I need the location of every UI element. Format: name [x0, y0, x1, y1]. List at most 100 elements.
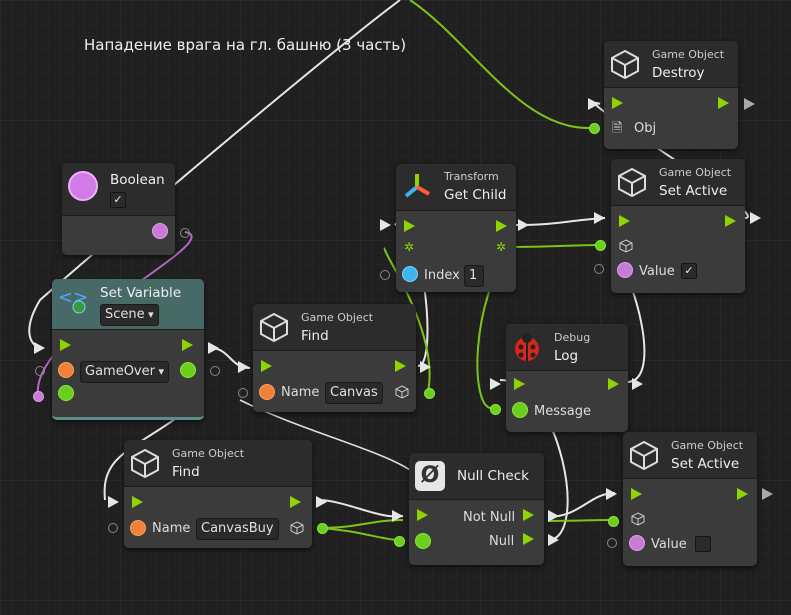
node-category: Game Object	[172, 447, 245, 460]
cube-icon	[131, 448, 159, 478]
input-port-empty[interactable]	[108, 523, 118, 533]
flow-output-port[interactable]	[725, 215, 736, 227]
transform-icon	[404, 174, 431, 198]
node-null-check[interactable]: Ø Null Check Not Null Null	[409, 453, 544, 565]
node-title: Set Active	[659, 183, 728, 199]
flow-input-port[interactable]	[619, 215, 630, 227]
message-input-port[interactable]	[512, 402, 528, 418]
flow-input-arrow	[392, 510, 403, 522]
cube-icon	[618, 167, 646, 197]
bool-input-port[interactable]	[629, 535, 645, 551]
object-input-port[interactable]	[589, 123, 600, 134]
boolean-checkbox[interactable]: ✓	[110, 192, 126, 208]
flow-output-port[interactable]	[737, 488, 748, 500]
node-destroy[interactable]: Game Object Destroy 🗎 Obj	[604, 41, 738, 149]
bool-output-port[interactable]	[152, 223, 168, 239]
flow-output-port[interactable]	[608, 378, 619, 390]
flow-input-port[interactable]	[417, 509, 428, 521]
input-label: Message	[534, 404, 591, 419]
input-label: Value	[639, 264, 675, 279]
flow-input-port[interactable]	[404, 220, 415, 232]
object-input-icon	[631, 512, 645, 526]
flow-input-port[interactable]	[60, 339, 71, 351]
node-find-canvasbuy[interactable]: Game Object Find Name CanvasBuy	[124, 440, 312, 548]
variable-name-select[interactable]: GameOver	[80, 361, 170, 383]
node-title: Log	[554, 348, 579, 364]
message-wire-port[interactable]	[490, 404, 501, 415]
file-icon: 🗎	[612, 121, 623, 136]
input-port-empty[interactable]	[380, 270, 390, 280]
node-set-active-top[interactable]: Game Object Set Active Value ✓	[611, 159, 745, 293]
object-input-port[interactable]	[608, 516, 619, 527]
wire-data	[511, 244, 599, 248]
object-input-port[interactable]	[394, 536, 405, 547]
input-label: Obj	[634, 121, 657, 136]
node-category: Debug	[554, 331, 591, 344]
flow-output-arrow	[744, 98, 755, 110]
flow-output-port[interactable]	[718, 97, 729, 109]
flow-input-port[interactable]	[514, 378, 525, 390]
wire-data	[317, 527, 403, 541]
output-label: Null	[489, 534, 515, 549]
flow-output-arrow	[518, 219, 529, 231]
output-port-empty[interactable]	[180, 228, 190, 238]
index-field[interactable]: 1	[464, 265, 484, 287]
node-title: Boolean	[110, 172, 165, 188]
string-input-port[interactable]	[130, 520, 146, 536]
int-input-port[interactable]	[402, 266, 418, 282]
input-label: Name	[281, 385, 320, 400]
name-field[interactable]: CanvasBuy	[196, 518, 279, 540]
flow-output-port[interactable]	[395, 360, 406, 372]
node-title: Find	[301, 328, 329, 344]
bool-input-port[interactable]	[617, 262, 633, 278]
flow-input-arrow	[34, 342, 45, 354]
flow-output-arrow	[548, 534, 559, 546]
variable-scope-select[interactable]: Scene	[100, 304, 159, 326]
object-input-port[interactable]	[595, 240, 606, 251]
node-debug-log[interactable]: Debug Log Message	[506, 324, 628, 432]
input-port-empty[interactable]	[35, 366, 45, 376]
flow-input-arrow	[108, 496, 119, 508]
flow-output-arrow	[420, 361, 431, 373]
value-output-port[interactable]	[180, 362, 196, 378]
flow-input-port[interactable]	[612, 97, 623, 109]
object-output-port[interactable]	[317, 523, 328, 534]
flow-output-port[interactable]	[290, 496, 301, 508]
output-port-empty[interactable]	[210, 366, 220, 376]
cube-icon	[611, 49, 639, 79]
node-category: Transform	[444, 170, 499, 183]
string-input-port[interactable]	[58, 362, 74, 378]
node-get-child[interactable]: Transform Get Child ✲ ✲ Index 1	[396, 164, 516, 292]
flow-input-port[interactable]	[631, 488, 642, 500]
null-icon: Ø	[415, 461, 445, 491]
object-output-port[interactable]	[424, 388, 435, 399]
object-input-icon	[619, 239, 633, 253]
value-input-port[interactable]	[58, 385, 74, 401]
input-port-empty[interactable]	[238, 388, 248, 398]
cube-icon	[260, 312, 288, 342]
flow-output-port[interactable]	[182, 339, 193, 351]
flow-input-port[interactable]	[261, 360, 272, 372]
node-set-active-bottom[interactable]: Game Object Set Active Value	[623, 432, 757, 566]
name-field[interactable]: Canvas	[325, 382, 383, 404]
input-port-empty[interactable]	[594, 264, 604, 274]
flow-input-port[interactable]	[132, 496, 143, 508]
flow-output-not-null[interactable]	[523, 509, 534, 521]
value-checkbox[interactable]	[695, 536, 711, 552]
node-find-canvas[interactable]: Game Object Find Name Canvas	[253, 304, 416, 412]
input-port-empty[interactable]	[607, 538, 617, 548]
node-boolean[interactable]: Boolean ✓	[62, 163, 175, 255]
wire-data	[317, 519, 404, 529]
node-title: Destroy	[652, 65, 705, 81]
node-set-variable[interactable]: <> Set Variable Scene GameOver	[52, 279, 204, 420]
flow-input-arrow	[588, 98, 599, 110]
object-input-port[interactable]	[415, 533, 431, 549]
value-checkbox[interactable]: ✓	[681, 263, 697, 279]
flow-output-null[interactable]	[523, 533, 534, 545]
object-output-icon	[395, 385, 409, 399]
bool-input-port[interactable]	[33, 391, 44, 402]
variable-icon: <>	[58, 285, 88, 315]
flow-output-port[interactable]	[496, 220, 507, 232]
flow-input-arrow	[238, 361, 249, 373]
string-input-port[interactable]	[259, 384, 275, 400]
